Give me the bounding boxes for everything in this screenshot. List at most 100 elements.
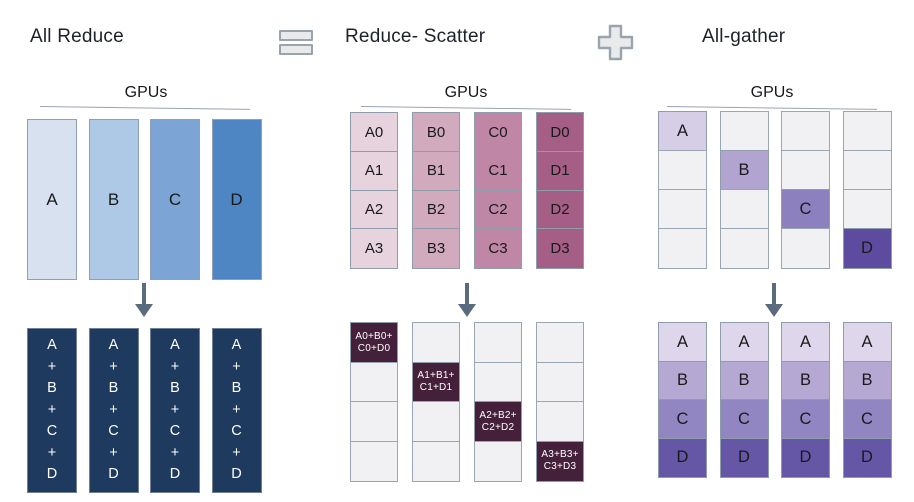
sum-column: A+B+C+D <box>150 328 200 493</box>
gathered-cell: B <box>658 360 707 401</box>
gpu-data-column-a: A <box>27 119 77 280</box>
down-arrow-icon <box>765 283 783 317</box>
empty-cell <box>842 111 892 152</box>
arrow-head <box>458 304 476 317</box>
empty-cell <box>842 150 892 191</box>
shard-cell: A3 <box>350 228 398 269</box>
reduce-scatter-title: Reduce- Scatter <box>345 26 486 47</box>
gather-column: A <box>658 111 707 269</box>
empty-cell <box>719 189 769 230</box>
empty-cell <box>658 189 707 230</box>
gathered-cell: D <box>719 437 769 478</box>
empty-cell <box>781 150 830 191</box>
equals-bar-bottom <box>279 44 313 55</box>
empty-cell <box>842 189 892 230</box>
arrow-head <box>765 304 783 317</box>
shard-cell: C3 <box>474 228 522 269</box>
arrow-shaft <box>772 283 776 304</box>
empty-cell <box>474 440 522 482</box>
empty-cell <box>781 228 830 269</box>
sum-column: A+B+C+D <box>211 328 262 493</box>
all-reduce-title: All Reduce <box>30 26 124 47</box>
gpus-underline <box>666 106 877 110</box>
gathered-cell: B <box>719 360 769 401</box>
empty-cell <box>350 361 398 403</box>
shard-cell: A0 <box>350 112 398 153</box>
empty-cell <box>350 401 398 443</box>
gathered-cell: A <box>781 322 830 362</box>
empty-cell <box>658 150 707 191</box>
gathered-cell: D <box>781 437 830 478</box>
arrow-shaft <box>142 283 146 304</box>
down-arrow-icon <box>458 283 476 317</box>
shard-cell: B0 <box>412 112 460 153</box>
gpu-data-column-c: C <box>150 119 200 280</box>
arrow-shaft <box>465 283 469 304</box>
all-gather-title: All-gather <box>702 26 786 47</box>
gpus-label: GPUs <box>124 84 168 101</box>
gather-source-cell: A <box>658 111 707 152</box>
empty-cell <box>412 401 460 443</box>
reduced-column: A0+B0+C0+D0 <box>350 322 398 482</box>
reduced-column: A3+B3+C3+D3 <box>536 322 584 482</box>
reduced-sum-cell: A2+B2+C2+D2 <box>474 401 522 443</box>
plus-icon <box>596 23 635 67</box>
gather-source-cell: C <box>781 189 830 230</box>
gathered-cell: C <box>781 399 830 440</box>
gpu-data-column-d: D <box>211 119 262 280</box>
empty-cell <box>474 322 522 363</box>
shard-cell: D3 <box>536 228 584 269</box>
gathered-cell: D <box>842 437 892 478</box>
reduced-column: A2+B2+C2+D2 <box>474 322 522 482</box>
gpus-underline <box>360 106 571 110</box>
gathered-cell: C <box>842 399 892 440</box>
empty-cell <box>474 361 522 403</box>
sum-column: A+B+C+D <box>27 328 77 493</box>
shard-cell: B3 <box>412 228 460 269</box>
reduced-column: A1+B1+C1+D1 <box>412 322 460 482</box>
reduced-sum-cell: A3+B3+C3+D3 <box>536 440 584 482</box>
gather-source-cell: B <box>719 150 769 191</box>
gathered-cell: A <box>842 322 892 362</box>
empty-cell <box>536 361 584 403</box>
gathered-cell: B <box>781 360 830 401</box>
shard-cell: A2 <box>350 189 398 230</box>
shard-cell: C2 <box>474 189 522 230</box>
gather-source-cell: D <box>842 228 892 269</box>
equals-bar-top <box>279 30 313 41</box>
shard-cell: D1 <box>536 150 584 191</box>
shard-cell: B1 <box>412 150 460 191</box>
gather-column: C <box>781 111 830 269</box>
gather-column: D <box>842 111 892 269</box>
gather-column: B <box>719 111 769 269</box>
empty-cell <box>658 228 707 269</box>
gpu-data-column-b: B <box>88 119 139 280</box>
empty-cell <box>350 440 398 482</box>
shard-cell: C0 <box>474 112 522 153</box>
reduced-sum-cell: A0+B0+C0+D0 <box>350 322 398 363</box>
gpus-underline <box>39 106 250 110</box>
gpus-label: GPUs <box>444 84 488 101</box>
gathered-cell: C <box>658 399 707 440</box>
shard-cell: A1 <box>350 150 398 191</box>
down-arrow-icon <box>135 283 153 317</box>
empty-cell <box>536 401 584 443</box>
arrow-head <box>135 304 153 317</box>
empty-cell <box>412 322 460 363</box>
equals-icon <box>279 30 313 55</box>
gathered-cell: B <box>842 360 892 401</box>
empty-cell <box>536 322 584 363</box>
empty-cell <box>781 111 830 152</box>
